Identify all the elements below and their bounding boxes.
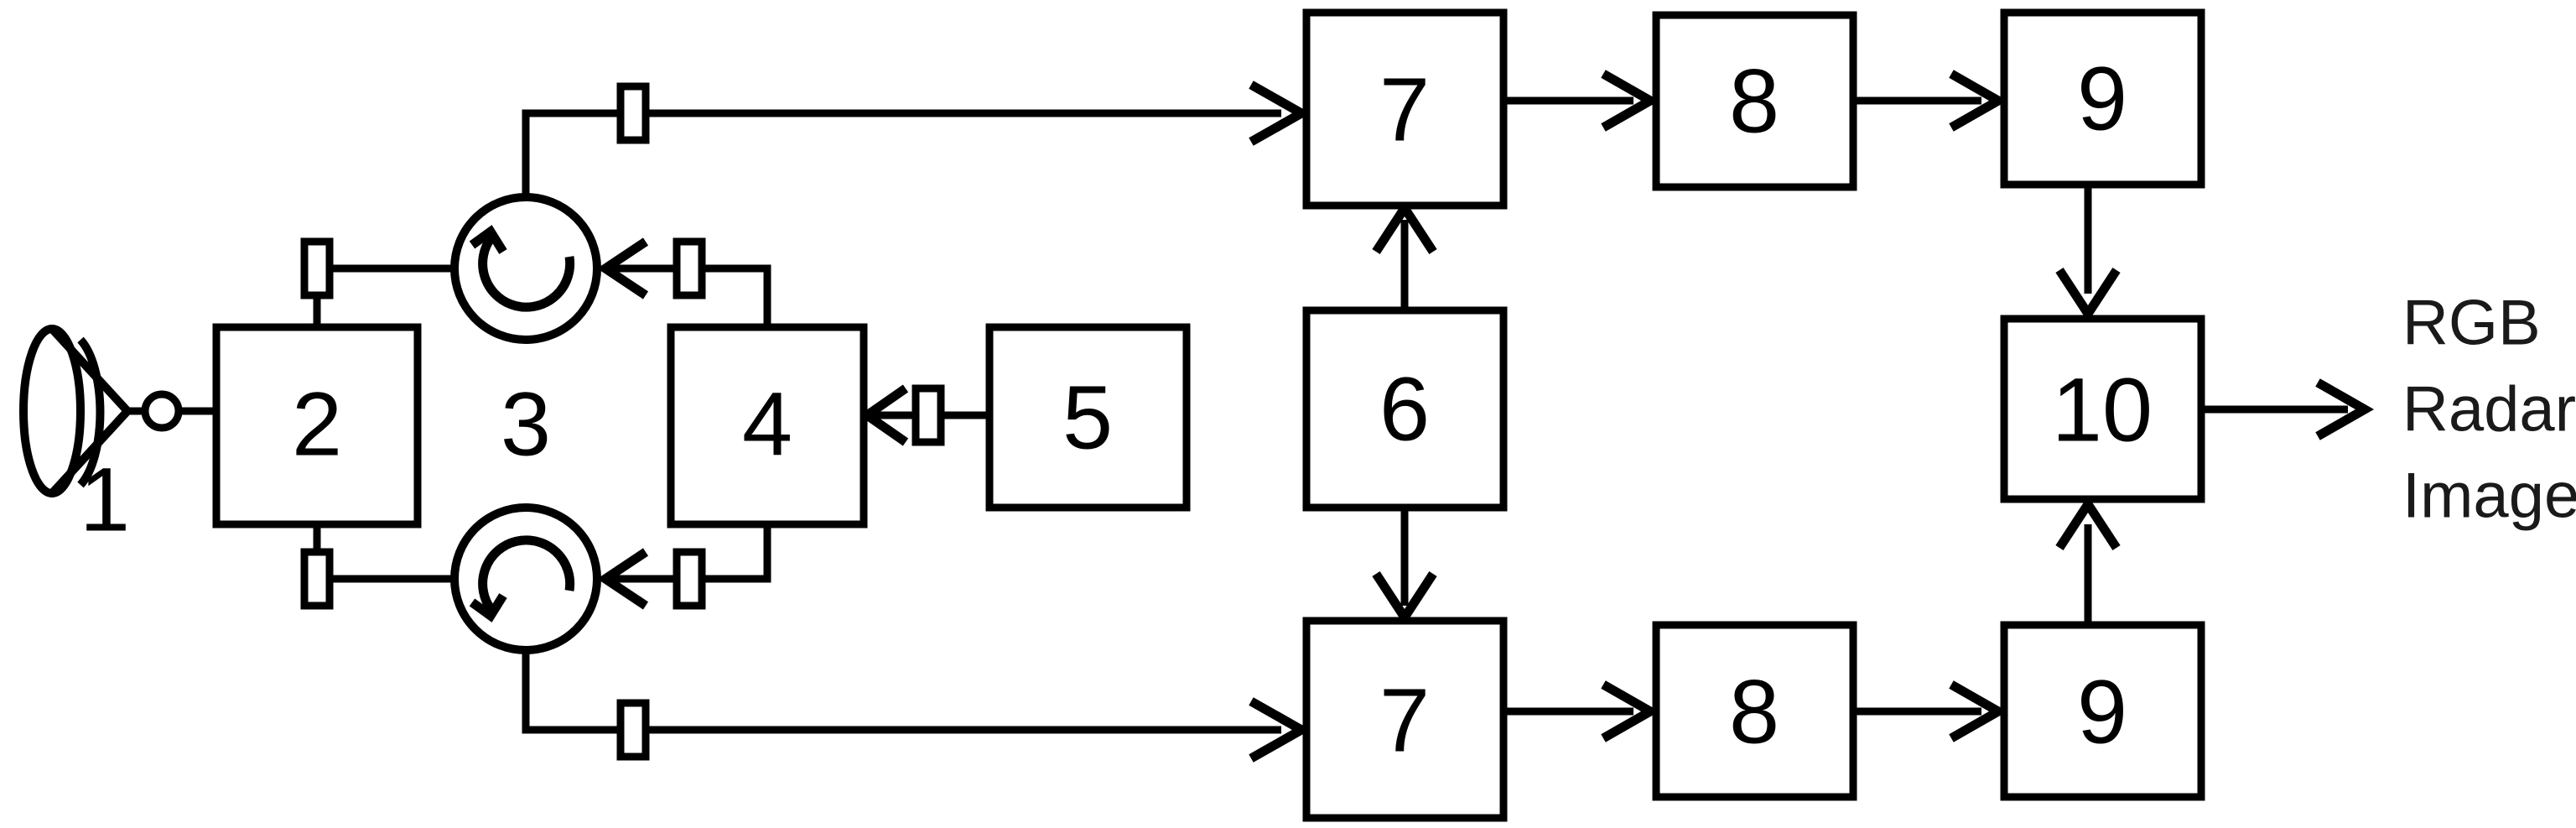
block-8-top[interactable]: 8 — [1652, 11, 1857, 191]
circulator-top-arc — [478, 234, 575, 312]
arrowhead-b9-top-left — [1949, 70, 2008, 132]
wire-b6-to-b7-top — [1372, 199, 1437, 310]
wire-b7b-to-b8b — [1504, 680, 1660, 742]
block-8-top-label: 8 — [1729, 50, 1779, 152]
circulator-bottom[interactable] — [450, 503, 601, 654]
connector-source-to-b4 — [911, 384, 945, 446]
antenna-feed-line-bottom — [49, 408, 131, 497]
connector-tx-down — [616, 699, 650, 761]
block-6-label: 6 — [1379, 358, 1430, 460]
antenna-dish-inner-arc — [77, 336, 105, 488]
block-7-bottom[interactable]: 7 — [1302, 617, 1508, 822]
arrowhead-circ-bottom-right — [597, 548, 649, 610]
antenna-symbol — [19, 325, 216, 497]
wire-b8t-to-b9t — [1853, 70, 2008, 132]
label-3: 3 — [501, 373, 551, 475]
block-5[interactable]: 5 — [985, 323, 1191, 512]
output-label: RGB Radar Image — [2402, 288, 2576, 532]
block-8-bottom-label: 8 — [1729, 661, 1779, 763]
antenna-port-circle — [141, 390, 183, 432]
antenna-feed-line-top — [49, 325, 131, 414]
label-1: 1 — [80, 449, 130, 550]
wire-b9b-to-b10 — [2055, 495, 2121, 625]
block-7-top[interactable]: 7 — [1302, 8, 1508, 210]
block-9-bottom[interactable]: 9 — [2000, 621, 2205, 801]
block-10-label: 10 — [2052, 359, 2153, 461]
arrowhead-b7-top-left — [1249, 81, 1311, 146]
wire-b2-to-circ-bottom — [313, 524, 454, 583]
connector-tx-up — [616, 82, 650, 144]
block-4-label: 4 — [742, 373, 792, 475]
circulator-top-ring — [450, 193, 601, 344]
arrowhead-b7-bottom-left — [1249, 697, 1311, 763]
block-6[interactable]: 6 — [1302, 306, 1508, 512]
connector-top-left — [300, 237, 334, 299]
block-10[interactable]: 10 — [2000, 315, 2205, 503]
circulator-top[interactable] — [450, 193, 601, 344]
arrowhead-b10-top — [2055, 267, 2121, 323]
arrowhead-b10-bottom — [2055, 495, 2121, 551]
wire-circ-top-to-b7-top — [522, 81, 1311, 197]
wire-b10-to-output — [2201, 378, 2375, 440]
circulator-top-arrowhead — [469, 225, 507, 254]
wire-b4-to-circ-bottom — [597, 524, 771, 610]
connector-squares — [300, 82, 945, 761]
output-line-image: Image — [2402, 461, 2576, 532]
circulator-bottom-arc — [478, 535, 575, 613]
block-4[interactable]: 4 — [667, 323, 868, 529]
connector-bottom-right — [673, 548, 706, 610]
output-line-rgb: RGB — [2402, 288, 2541, 359]
arrowhead-b8-bottom-left — [1601, 680, 1660, 742]
connector-top-right — [673, 237, 706, 299]
wire-b4-to-circ-top — [597, 237, 771, 327]
arrowhead-output — [2315, 378, 2375, 440]
block-2-label: 2 — [292, 373, 342, 475]
wire-b2-to-circ-top — [313, 264, 454, 327]
connector-bottom-left — [300, 548, 334, 610]
block-7-bottom-label: 7 — [1379, 669, 1430, 771]
block-8-bottom[interactable]: 8 — [1652, 621, 1857, 801]
circulator-bottom-ring — [450, 503, 601, 654]
block-7-top-label: 7 — [1379, 59, 1430, 160]
wire-b6-to-b7-bottom — [1372, 508, 1437, 627]
wire-b8b-to-b9b — [1853, 680, 2008, 742]
block-9-bottom-label: 9 — [2077, 661, 2127, 763]
block-9-top-label: 9 — [2077, 48, 2127, 149]
block-9-top[interactable]: 9 — [2000, 8, 2205, 189]
circulator-bottom-arrowhead — [469, 593, 507, 622]
block-2[interactable]: 2 — [212, 323, 422, 529]
wire-b7t-to-b8t — [1504, 70, 1660, 132]
block-5-label: 5 — [1062, 367, 1113, 468]
arrowhead-circ-top-right — [597, 237, 649, 299]
output-line-radar: Radar — [2402, 374, 2576, 445]
wire-circ-bottom-to-b7-bottom — [522, 650, 1311, 763]
arrowhead-b8-top-left — [1601, 70, 1660, 132]
arrowhead-b9-bottom-left — [1949, 680, 2008, 742]
wire-b9t-to-b10 — [2055, 185, 2121, 323]
